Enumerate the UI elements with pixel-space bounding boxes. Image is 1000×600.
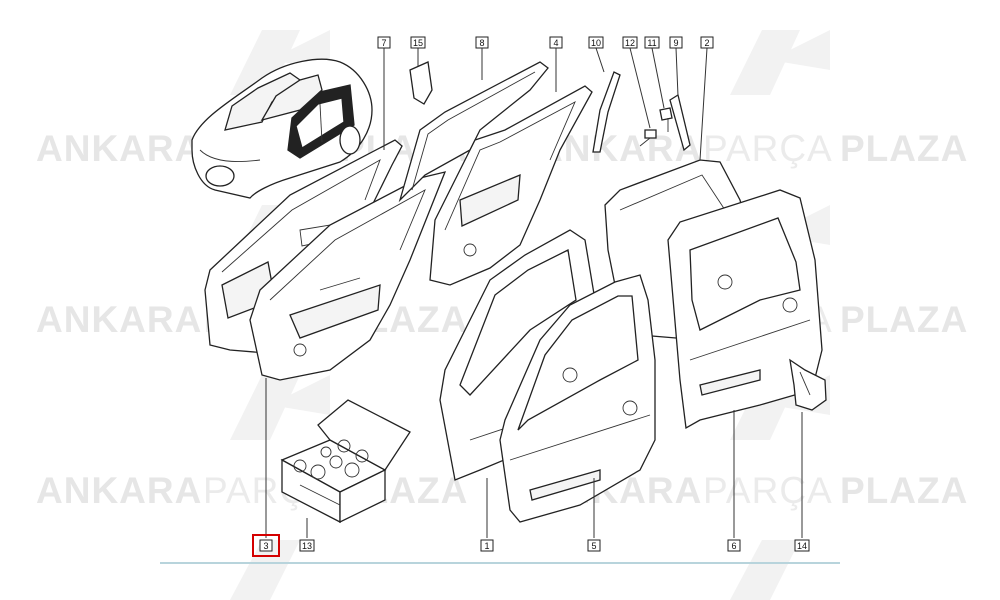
watermark-brand-bold: PLAZA bbox=[840, 128, 968, 169]
callout-label: 8 bbox=[479, 38, 484, 48]
part-fastener-box bbox=[280, 399, 411, 524]
callout-label: 1 bbox=[484, 541, 489, 551]
callout-8[interactable]: 8 bbox=[475, 36, 489, 49]
watermark-brand-bold: ANKARA bbox=[36, 299, 202, 340]
callout-9[interactable]: 9 bbox=[669, 36, 683, 49]
part-bracket bbox=[789, 358, 827, 411]
callout-label: 7 bbox=[381, 38, 386, 48]
part-bolts bbox=[639, 107, 673, 147]
part-clip bbox=[409, 61, 433, 105]
callout-4[interactable]: 4 bbox=[549, 36, 563, 49]
car-thumbnail bbox=[191, 58, 373, 199]
callout-label: 2 bbox=[704, 38, 709, 48]
watermark-brand-bold: PLAZA bbox=[840, 299, 968, 340]
watermark-brand-bold: PLAZA bbox=[840, 470, 968, 511]
part-rear-door-panel bbox=[667, 189, 823, 430]
callout-7[interactable]: 7 bbox=[377, 36, 391, 49]
callout-label: 5 bbox=[591, 541, 596, 551]
part-window-channel bbox=[592, 71, 621, 153]
part-front-door-trim bbox=[249, 171, 447, 381]
watermark-row-3: ANKARA PARÇA PLAZA ANKARA PARÇA PLAZA bbox=[36, 470, 968, 511]
callout-2[interactable]: 2 bbox=[700, 36, 714, 49]
callout-11[interactable]: 11 bbox=[644, 36, 660, 49]
callout-label: 6 bbox=[731, 541, 736, 551]
watermark-brand-light: PARÇA bbox=[703, 128, 833, 169]
part-front-door-panel bbox=[499, 274, 656, 523]
callout-label: 14 bbox=[797, 541, 807, 551]
part-rear-door-seal bbox=[398, 61, 549, 203]
callout-label: 11 bbox=[647, 38, 656, 48]
callout-label: 4 bbox=[553, 38, 558, 48]
callout-13[interactable]: 13 bbox=[299, 539, 315, 552]
callout-label: 15 bbox=[413, 38, 423, 48]
part-rear-door-inner bbox=[429, 85, 593, 286]
watermark-brand-bold: ANKARA bbox=[36, 128, 202, 169]
callout-label: 12 bbox=[625, 38, 635, 48]
callout-label: 10 bbox=[591, 38, 601, 48]
callout-label: 3 bbox=[263, 541, 268, 551]
callout-6[interactable]: 6 bbox=[727, 539, 741, 552]
callout-3[interactable]: 3 bbox=[252, 534, 280, 557]
callout-10[interactable]: 10 bbox=[588, 36, 604, 49]
watermark-brand-light: PARÇA bbox=[703, 470, 833, 511]
leader-lines bbox=[265, 47, 803, 538]
callout-14[interactable]: 14 bbox=[794, 539, 810, 552]
callout-12[interactable]: 12 bbox=[622, 36, 638, 49]
callout-15[interactable]: 15 bbox=[410, 36, 426, 49]
callout-label: 9 bbox=[673, 38, 678, 48]
callout-1[interactable]: 1 bbox=[480, 539, 494, 552]
callout-label: 13 bbox=[302, 541, 312, 551]
part-pillar-strip bbox=[669, 93, 691, 152]
callout-5[interactable]: 5 bbox=[587, 539, 601, 552]
watermark-brand-bold: ANKARA bbox=[36, 470, 202, 511]
